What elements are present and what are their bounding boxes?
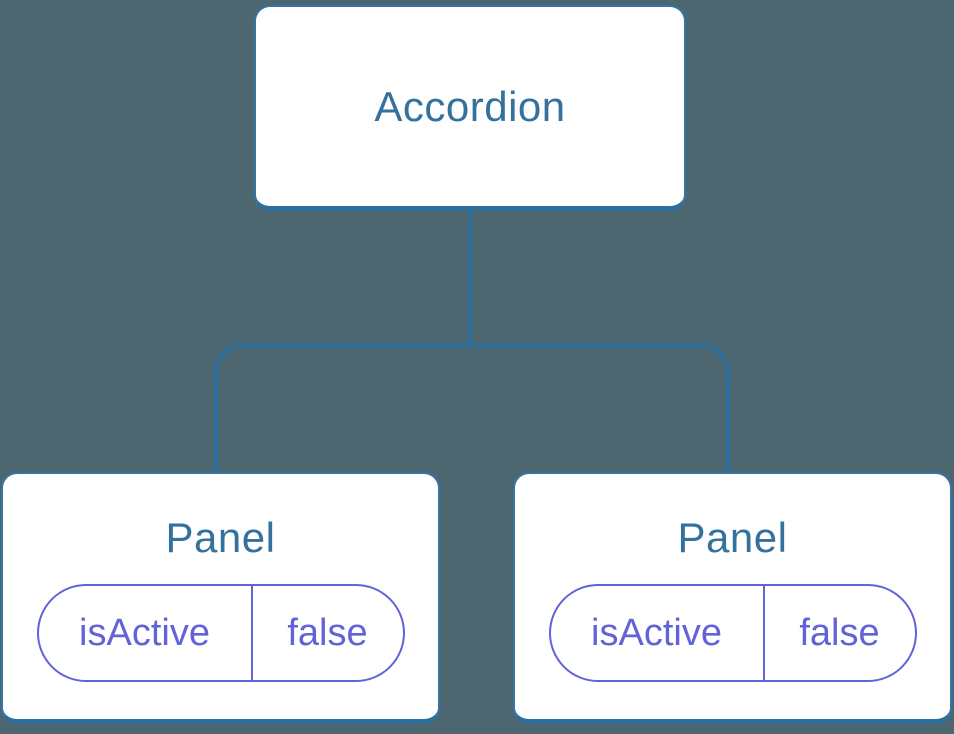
connector-bracket [214, 343, 730, 472]
prop-pill-left: isActive false [36, 584, 405, 682]
prop-pill-right: isActive false [548, 584, 917, 682]
node-panel-left-label: Panel [165, 514, 276, 561]
prop-name: isActive [551, 586, 765, 680]
node-panel-right: Panel isActive false [513, 472, 952, 724]
node-accordion-label: Accordion [374, 82, 566, 130]
node-panel-left: Panel isActive false [1, 472, 440, 724]
connector-stem [468, 210, 472, 345]
prop-name: isActive [39, 586, 253, 680]
prop-value: false [799, 611, 880, 654]
node-accordion: Accordion [254, 5, 686, 211]
node-panel-right-label: Panel [677, 514, 788, 561]
prop-value: false [287, 611, 368, 654]
